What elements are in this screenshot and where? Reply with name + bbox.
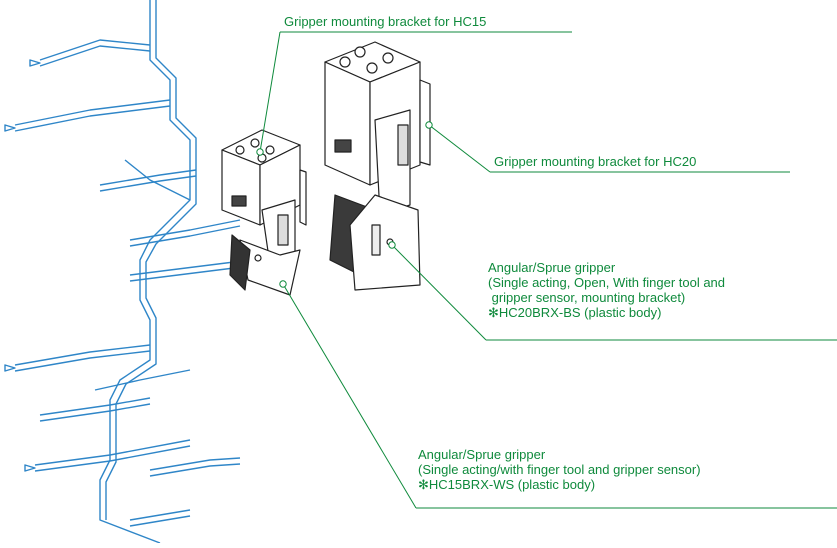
label-hc15-bracket: Gripper mounting bracket for HC15 [284,14,486,29]
leader-hc15-bracket [259,31,281,153]
dot-hc20-bracket [425,121,433,129]
dot-hc15-bracket [256,148,264,156]
label-hc20-gripper-model: ✻HC20BRX-BS (plastic body) [488,305,662,320]
leader-dots [256,121,433,288]
label-hc15-bracket-text: Gripper mounting bracket for HC15 [284,14,487,29]
label-hc20-bracket: Gripper mounting bracket for HC20 [494,154,696,169]
label-hc15-gripper: Angular/Sprue gripper (Single acting/wit… [418,447,701,492]
dot-hc15-gripper [279,280,287,288]
hc15-gripper [221,129,307,296]
hc20-gripper [324,41,431,291]
label-hc20-gripper-title: Angular/Sprue gripper [488,260,616,275]
leader-hc15-gripper [282,283,417,509]
label-hc20-bracket-text: Gripper mounting bracket for HC20 [494,154,697,169]
label-hc15-gripper-model: ✻HC15BRX-WS (plastic body) [418,477,596,492]
label-hc20-gripper: Angular/Sprue gripper (Single acting, Op… [488,260,725,320]
leader-lines [259,31,837,509]
label-hc20-gripper-line2: (Single acting, Open, With finger tool a… [488,275,726,290]
label-hc20-gripper-line3: gripper sensor, mounting bracket) [488,290,686,305]
label-hc15-gripper-title: Angular/Sprue gripper [418,447,546,462]
leader-hc20-gripper [391,244,487,341]
dot-hc20-gripper [388,241,396,249]
label-hc15-gripper-line2: (Single acting/with finger tool and grip… [418,462,701,477]
sprue-runner [4,0,251,544]
leader-hc20-bracket [428,124,491,173]
